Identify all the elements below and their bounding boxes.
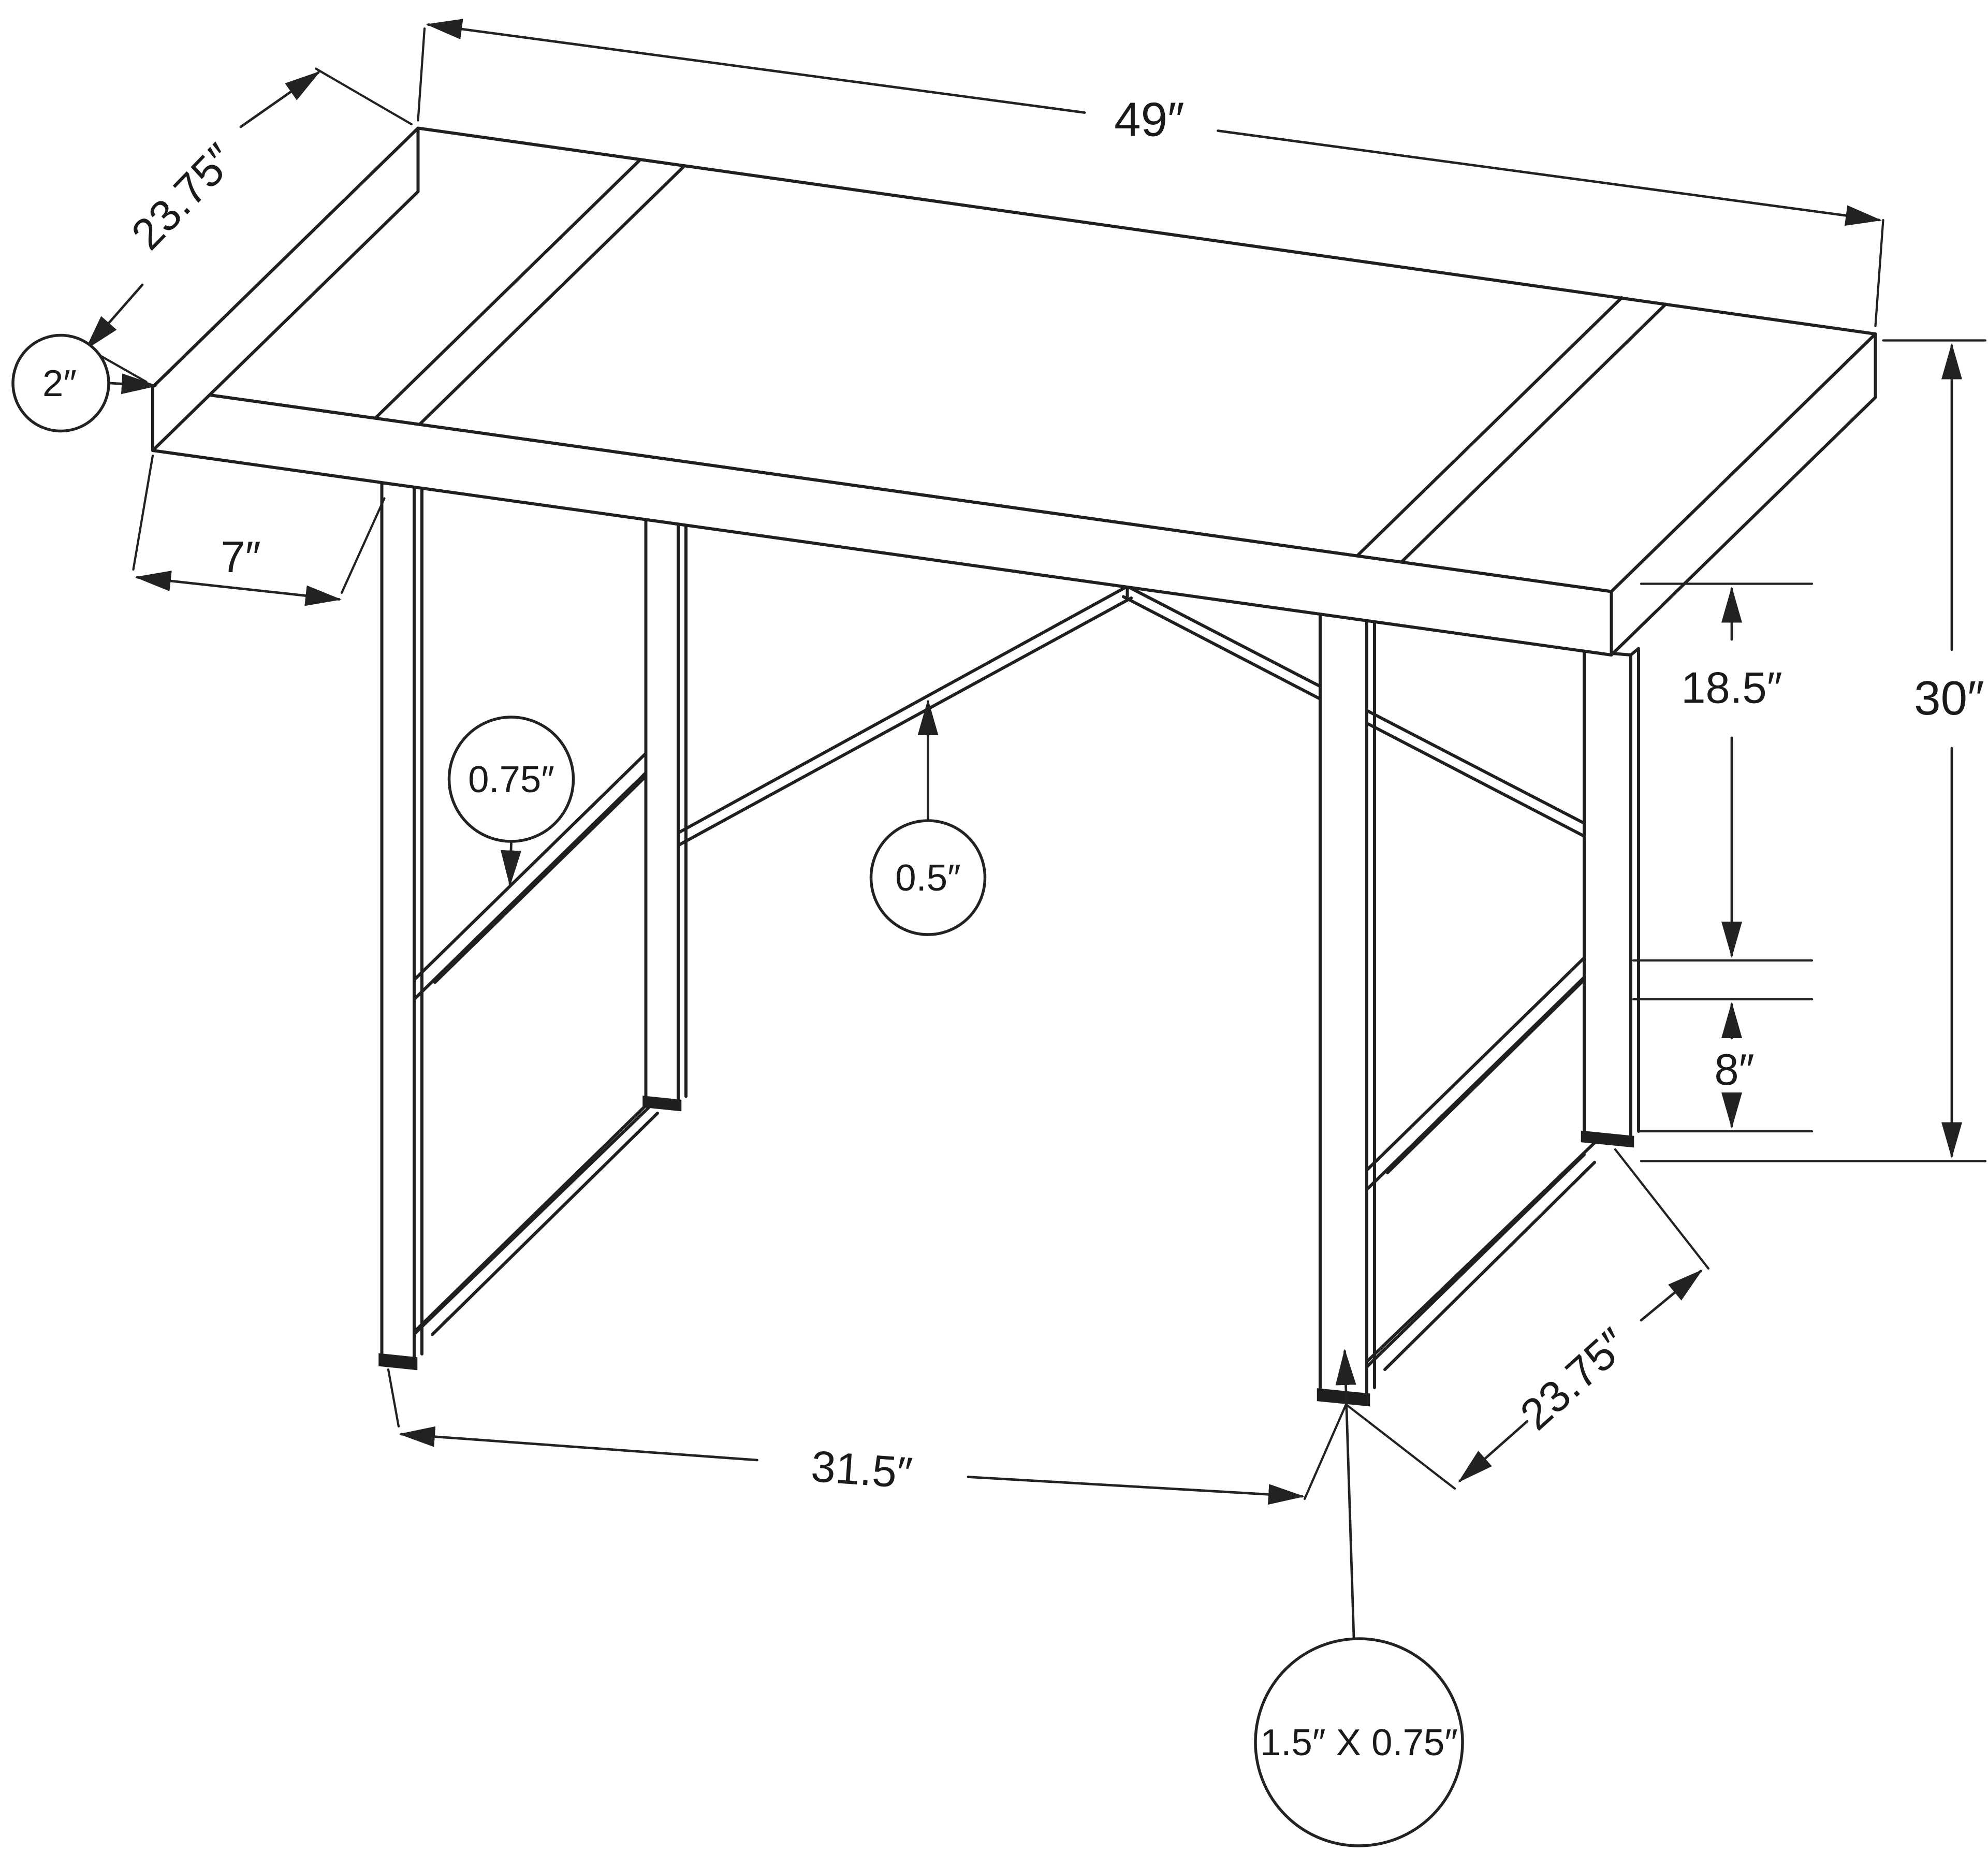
right-leg-rear-post [1583,647,1640,1140]
label-brace-thickness: 0.5″ [895,857,960,899]
left-leg-front-post [380,478,423,1362]
right-leg-front-post [1319,610,1376,1397]
right-leg-shelf-rail [1365,956,1594,1191]
callout-frame-tube-size: 1.5″ X 0.75″ [1254,1349,1464,1847]
left-top-strap-lines [374,159,685,426]
label-shelf-to-floor: 8″ [1714,1045,1754,1095]
right-top-strap-lines [1356,296,1668,563]
left-leg-bottom-rail [387,1101,659,1361]
feet [378,1096,1634,1407]
dimension-shelf-to-floor: 8″ [1632,998,1814,1133]
left-leg-rear-post [644,515,688,1104]
dimension-top-to-shelf: 18.5″ [1632,582,1814,962]
label-shelf-bar-thickness: 0.75″ [468,759,554,800]
label-top-length: 49″ [1114,93,1185,147]
dimension-leg-spacing: 31.5″ [387,1368,1348,1505]
label-overall-height: 30″ [1914,671,1984,725]
label-leg-frame-depth: 23.75″ [1511,1319,1638,1439]
dimension-overall-height: 30″ [1640,339,1987,1162]
callout-shelf-bar-thickness: 0.75″ [447,716,575,887]
callout-brace-thickness: 0.5″ [869,699,987,936]
label-frame-tube-size: 1.5″ X 0.75″ [1260,1722,1458,1763]
label-top-to-shelf: 18.5″ [1681,664,1782,713]
desk-top [151,126,1877,657]
label-top-depth: 23.75″ [122,135,245,259]
right-leg-bottom-rail [1332,1138,1600,1396]
dimension-top-length: 49″ [417,19,1884,328]
callout-top-thickness: 2″ [11,333,158,433]
label-leg-spacing: 31.5″ [810,1442,914,1498]
dimension-leg-frame-depth: 23.75″ [1344,1148,1710,1490]
dimension-side-overhang: 7″ [132,454,386,606]
label-top-thickness: 2″ [42,362,77,404]
label-side-overhang: 7″ [221,533,260,582]
left-leg-shelf-rail [413,752,664,1001]
